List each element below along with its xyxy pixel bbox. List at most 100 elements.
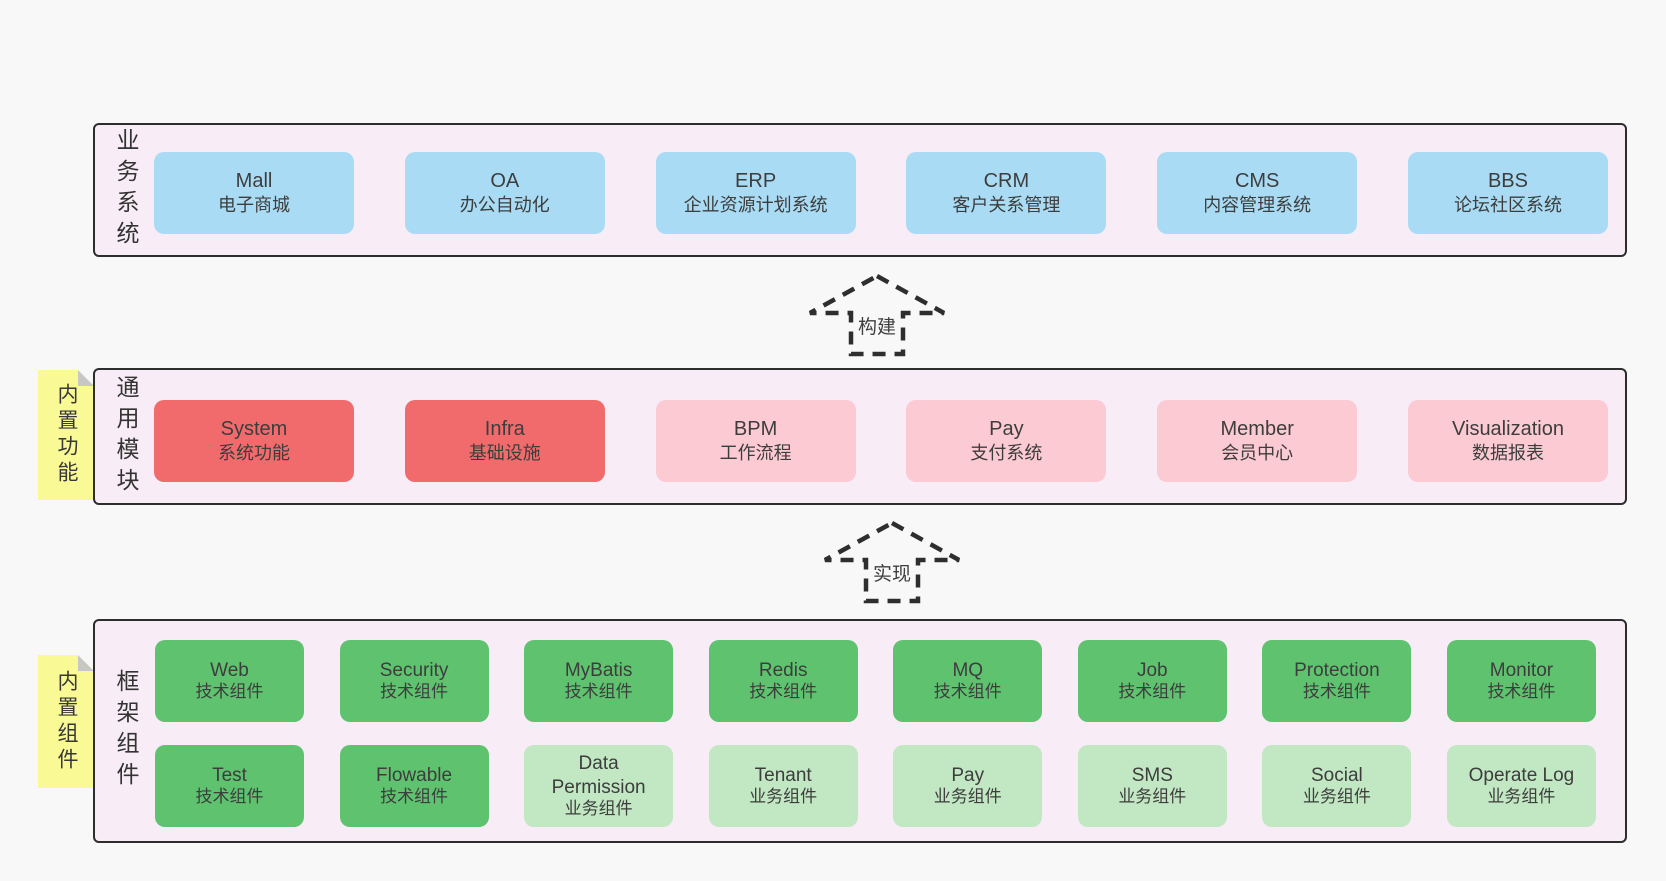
box-title: Flowable bbox=[376, 765, 453, 787]
box-title: Monitor bbox=[1489, 660, 1554, 682]
box-subtitle: 业务组件 bbox=[749, 787, 818, 807]
arrow-label: 构建 bbox=[854, 312, 900, 339]
box-security: Security 技术组件 bbox=[339, 640, 489, 722]
band-label-framework-components: 框架组件 bbox=[105, 621, 147, 841]
framework-components-row-1: Web 技术组件 Security 技术组件 MyBatis 技术组件 Redi… bbox=[155, 640, 1596, 722]
box-subtitle: 技术组件 bbox=[380, 787, 449, 807]
sticky-note-built-in-components: 内置组件 bbox=[38, 655, 94, 788]
box-web: Web 技术组件 bbox=[155, 640, 304, 722]
box-subtitle: 支付系统 bbox=[970, 443, 1043, 464]
band-label-business-systems: 业务系统 bbox=[105, 125, 147, 255]
box-subtitle: 会员中心 bbox=[1221, 443, 1294, 464]
box-oa: OA 办公自动化 bbox=[404, 152, 605, 234]
box-visualization: Visualization 数据报表 bbox=[1407, 400, 1608, 482]
block-arrow-up-icon bbox=[823, 520, 961, 604]
sticky-note-built-in-features: 内置功能 bbox=[38, 370, 94, 500]
band-label-text: 框架组件 bbox=[113, 669, 139, 793]
box-title: Protection bbox=[1294, 660, 1380, 682]
box-subtitle: 技术组件 bbox=[1302, 682, 1371, 702]
sticky-note-text: 内置功能 bbox=[55, 383, 78, 487]
box-title: Pay bbox=[989, 418, 1024, 441]
box-title: Member bbox=[1220, 418, 1294, 441]
box-subtitle: 企业资源计划系统 bbox=[683, 195, 828, 216]
box-subtitle: 数据报表 bbox=[1471, 443, 1544, 464]
box-crm: CRM 客户关系管理 bbox=[906, 152, 1107, 234]
box-job: Job 技术组件 bbox=[1077, 640, 1227, 722]
box-title: Security bbox=[379, 660, 449, 682]
box-title: Pay bbox=[951, 765, 985, 787]
box-title: Web bbox=[210, 660, 249, 682]
box-subtitle: 技术组件 bbox=[195, 787, 264, 807]
box-operate-log: Operate Log 业务组件 bbox=[1446, 745, 1596, 827]
box-subtitle: 电子商城 bbox=[218, 195, 290, 216]
box-subtitle: 论坛社区系统 bbox=[1453, 195, 1562, 216]
box-subtitle: 技术组件 bbox=[195, 682, 264, 702]
box-subtitle: 技术组件 bbox=[380, 682, 449, 702]
box-sms: SMS 业务组件 bbox=[1077, 745, 1227, 827]
box-monitor: Monitor 技术组件 bbox=[1446, 640, 1596, 722]
common-modules-row: System 系统功能 Infra 基础设施 BPM 工作流程 Pay 支付系统… bbox=[154, 400, 1608, 482]
box-erp: ERP 企业资源计划系统 bbox=[655, 152, 856, 234]
box-subtitle: 技术组件 bbox=[564, 682, 633, 702]
box-title: ERP bbox=[735, 170, 777, 193]
box-mall: Mall 电子商城 bbox=[154, 152, 354, 234]
box-data-permission: Data Permission 业务组件 bbox=[524, 745, 674, 827]
box-subtitle: 业务组件 bbox=[933, 787, 1002, 807]
box-title: CMS bbox=[1234, 170, 1280, 193]
box-title: Visualization bbox=[1452, 418, 1564, 441]
box-social: Social 业务组件 bbox=[1262, 745, 1412, 827]
box-title: Redis bbox=[758, 660, 808, 682]
folded-corner-icon bbox=[78, 655, 94, 671]
box-title: Operate Log bbox=[1468, 765, 1575, 787]
box-title: MyBatis bbox=[564, 660, 633, 682]
box-title: Data Permission bbox=[551, 753, 646, 798]
box-redis: Redis 技术组件 bbox=[708, 640, 858, 722]
box-title: MQ bbox=[952, 660, 984, 682]
box-infra: Infra 基础设施 bbox=[404, 400, 605, 482]
box-title: Tenant bbox=[754, 765, 812, 787]
box-subtitle: 业务组件 bbox=[1118, 787, 1187, 807]
box-subtitle: 内容管理系统 bbox=[1203, 195, 1312, 216]
arrow-build: 构建 bbox=[806, 272, 948, 358]
sticky-note-text: 内置组件 bbox=[55, 669, 78, 774]
box-mq: MQ 技术组件 bbox=[893, 640, 1043, 722]
business-systems-row: Mall 电子商城 OA 办公自动化 ERP 企业资源计划系统 CRM 客户关系… bbox=[154, 152, 1608, 234]
box-subtitle: 业务组件 bbox=[1487, 787, 1556, 807]
box-tenant: Tenant 业务组件 bbox=[708, 745, 858, 827]
box-flowable: Flowable 技术组件 bbox=[339, 745, 489, 827]
box-system: System 系统功能 bbox=[154, 400, 354, 482]
box-title: System bbox=[220, 418, 288, 441]
arrow-label: 实现 bbox=[869, 559, 915, 586]
box-title: Mall bbox=[235, 170, 273, 193]
box-subtitle: 客户关系管理 bbox=[952, 195, 1061, 216]
box-mybatis: MyBatis 技术组件 bbox=[524, 640, 674, 722]
block-arrow-up-icon bbox=[808, 273, 946, 357]
box-subtitle: 技术组件 bbox=[1487, 682, 1556, 702]
box-bpm: BPM 工作流程 bbox=[655, 400, 856, 482]
box-test: Test 技术组件 bbox=[155, 745, 304, 827]
box-title: Job bbox=[1136, 660, 1168, 682]
box-cms: CMS 内容管理系统 bbox=[1157, 152, 1358, 234]
box-title: SMS bbox=[1131, 765, 1173, 787]
folded-corner-icon bbox=[78, 370, 94, 386]
box-title: Social bbox=[1311, 765, 1363, 787]
box-subtitle: 技术组件 bbox=[933, 682, 1002, 702]
box-protection: Protection 技术组件 bbox=[1262, 640, 1412, 722]
box-subtitle: 技术组件 bbox=[749, 682, 818, 702]
box-bbs: BBS 论坛社区系统 bbox=[1407, 152, 1608, 234]
box-subtitle: 技术组件 bbox=[1118, 682, 1187, 702]
band-label-text: 通用模块 bbox=[113, 374, 139, 499]
box-member: Member 会员中心 bbox=[1157, 400, 1358, 482]
box-subtitle: 办公自动化 bbox=[459, 195, 550, 216]
box-pay-component: Pay 业务组件 bbox=[893, 745, 1043, 827]
band-label-text: 业务系统 bbox=[113, 128, 139, 252]
box-title: Infra bbox=[484, 418, 525, 441]
band-common-modules: 通用模块 System 系统功能 Infra 基础设施 BPM 工作流程 Pay… bbox=[93, 368, 1627, 505]
box-subtitle: 基础设施 bbox=[468, 443, 541, 464]
box-title: Test bbox=[212, 765, 247, 787]
arrow-implement: 实现 bbox=[821, 519, 963, 605]
box-subtitle: 业务组件 bbox=[564, 798, 633, 818]
band-label-common-modules: 通用模块 bbox=[105, 370, 147, 503]
box-title: BPM bbox=[733, 418, 778, 441]
